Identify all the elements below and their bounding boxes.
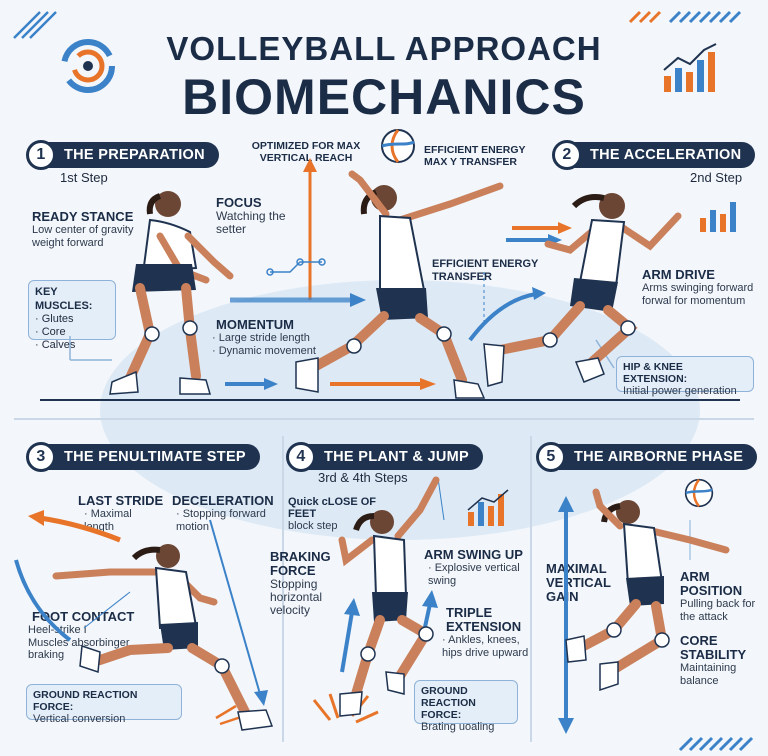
- foot-contact-heading: FOOT CONTACT: [32, 609, 135, 624]
- triple-extension-heading: TRIPLE EXTENSION: [446, 605, 522, 634]
- ready-stance-text: Low center of gravity weight forward: [32, 224, 134, 249]
- section-badge-plant: 4 THE PLANT & JUMP: [286, 442, 483, 472]
- athlete-figure-4: [52, 544, 274, 731]
- momentum-text-1: · Large stride length: [212, 332, 310, 344]
- efficient-energy-label-top: EFFICIENT ENERGY MAX Y TRANSFER: [424, 144, 526, 168]
- hip-knee-text: Initial power generation: [623, 385, 737, 397]
- stripe-decoration-left: [13, 11, 57, 39]
- core-stability-text: Maintaining balance: [680, 662, 737, 687]
- hip-knee-box: HIP & KNEE EXTENSION: Initial power gene…: [616, 356, 754, 397]
- deceleration-text: · Stopping forward motion: [176, 508, 266, 533]
- section-badge-airborne: 5 THE AIRBORNE PHASE: [536, 442, 758, 472]
- athlete-figure-2: [295, 170, 504, 399]
- core-stability-heading: CORE STABILITY: [680, 633, 747, 662]
- volleyball-icon: [381, 129, 415, 163]
- page-title: VOLLEYBALL APPROACH: [166, 30, 602, 67]
- stripe-decoration-bottom: [678, 736, 754, 752]
- athlete-figure-6: [565, 488, 730, 692]
- muscle-item: · Glutes: [35, 313, 74, 325]
- focus-text: Watching the setter: [216, 209, 286, 236]
- stripe-decoration: [628, 10, 742, 24]
- muscle-item: · Core: [35, 326, 66, 338]
- arm-drive-heading: ARM DRIVE: [642, 267, 715, 282]
- arm-swing-heading: ARM SWING UP: [424, 547, 523, 562]
- focus-heading: FOCUS: [216, 195, 262, 210]
- foot-contact-text: Heel-strike I Muscles absorbinger brakin…: [28, 624, 130, 661]
- arm-position-text: Pulling back for the attack: [680, 598, 756, 623]
- page-subtitle: BIOMECHANICS: [182, 69, 586, 125]
- section-badge-penultimate: 3 THE PENULTIMATE STEP: [26, 442, 260, 472]
- volleyball-icon: [684, 478, 714, 508]
- target-icon: [61, 39, 115, 93]
- bar-chart-icon: [467, 489, 509, 526]
- braking-heading: BRAKING FORCE: [270, 549, 331, 578]
- section-divider-vertical-2: [530, 436, 532, 742]
- optimized-label: OPTIMIZED FOR MAX VERTICAL REACH: [251, 140, 361, 164]
- grf-text: Brating uoaling: [421, 721, 495, 733]
- section-badge-preparation: 1 THE PREPARATION: [26, 140, 219, 170]
- max-vertical-heading: MAXIMAL VERTICAL GAIN: [546, 561, 611, 604]
- section-divider-horizontal: [14, 418, 754, 420]
- braking-text: Stopping horizontal velocity: [270, 577, 323, 617]
- section-badge-acceleration: 2 THE ACCELERATION: [552, 140, 756, 170]
- ready-stance-heading: READY STANCE: [32, 209, 134, 224]
- muscle-item: · Calves: [35, 339, 76, 351]
- last-stride-heading: LAST STRIDE: [78, 493, 164, 508]
- arm-swing-text: · Explosive vertical swing: [428, 562, 520, 587]
- bar-chart-icon: [700, 202, 736, 232]
- momentum-heading: MOMENTUM: [216, 317, 294, 332]
- grf-box-4: GROUND REACTION FORCE: Brating uoaling: [414, 680, 518, 733]
- arm-position-heading: ARM POSITION: [680, 569, 743, 598]
- quick-close-heading: Quick cLOSE OF FEET: [288, 496, 377, 520]
- triple-extension-text: · Ankles, knees, hips drive upward: [442, 634, 529, 659]
- athlete-figure-1: [109, 191, 234, 395]
- momentum-text-2: · Dynamic movement: [212, 345, 316, 357]
- quick-close-text: block step: [288, 520, 338, 532]
- efficient-energy-label-mid: EFFICIENT ENERGY TRANSFER: [432, 258, 539, 283]
- step-label-2nd: 2nd Step: [690, 170, 743, 185]
- arm-drive-text: Arms swinging forward forwal for momentu…: [642, 282, 754, 307]
- athlete-figure-5: [338, 476, 440, 717]
- section-divider-vertical-1: [282, 436, 284, 742]
- grf-box-3: GROUND REACTION FORCE: Vertical conversi…: [26, 684, 182, 725]
- key-muscles-box: KEY MUSCLES: · Glutes · Core · Calves: [28, 280, 116, 351]
- grf-heading: GROUND REACTION FORCE:: [33, 689, 138, 713]
- grf-heading: GROUND REACTION FORCE:: [421, 685, 476, 721]
- step-label-1st: 1st Step: [60, 170, 108, 185]
- athlete-figure-3: [483, 193, 682, 387]
- key-muscles-heading: KEY MUSCLES:: [35, 286, 93, 312]
- top-figures: [69, 158, 682, 399]
- chart-growth-icon: [663, 43, 717, 92]
- step-label-3rd-4th: 3rd & 4th Steps: [318, 470, 408, 485]
- grf-text: Vertical conversion: [33, 713, 126, 725]
- deceleration-heading: DECELERATION: [172, 493, 274, 508]
- hip-knee-heading: HIP & KNEE EXTENSION:: [623, 361, 688, 385]
